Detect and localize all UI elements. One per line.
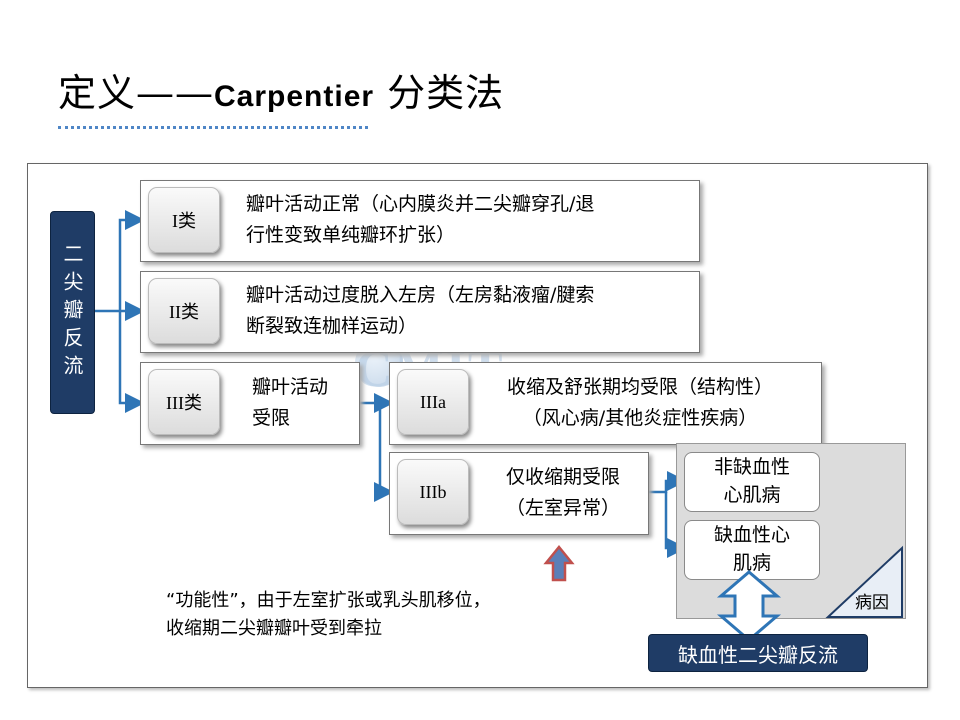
non-ischemic-cardiomyopathy-box: 非缺血性 心肌病 xyxy=(684,452,820,512)
class-1-description: 瓣叶活动正常（心内膜炎并二尖瓣穿孔/退 行性变致单纯瓣环扩张） xyxy=(246,193,595,246)
arrow-to-class-3 xyxy=(118,311,145,413)
class-1-box xyxy=(140,180,700,262)
title-chinese-suffix: 分类法 xyxy=(374,71,505,115)
title-chinese-prefix: 定义—— xyxy=(58,71,215,115)
functional-note: “功能性”，由于左室扩张或乳头肌移位， 收缩期二尖瓣瓣叶受到牵拉 xyxy=(166,590,491,639)
subclass-3b-badge: IIIb xyxy=(397,459,469,525)
arrow-to-non-ischemic xyxy=(648,471,687,494)
title-latin: Carpentier xyxy=(214,80,375,113)
red-up-arrow-icon xyxy=(543,545,575,582)
side-label-mitral-regurgitation: 二尖瓣反流 xyxy=(50,211,95,414)
subclass-3a-badge: IIIa xyxy=(397,369,469,435)
class-3-description: 瓣叶活动 受限 xyxy=(252,376,329,429)
class-2-description: 瓣叶活动过度脱入左房（左房黏液瘤/腱索 断裂致连枷样运动） xyxy=(246,284,595,337)
class-2-box xyxy=(140,271,700,353)
subclass-3a-description: 收缩及舒张期均受限（结构性） （风心病/其他炎症性疾病） xyxy=(506,376,773,429)
ischemic-mitral-regurgitation-label: 缺血性二尖瓣反流 xyxy=(648,634,868,672)
title-underline xyxy=(58,126,368,129)
class-3-badge: III类 xyxy=(148,369,220,435)
ischemic-cardiomyopathy-box: 缺血性心 肌病 xyxy=(684,520,820,580)
arrow-to-subclass-b xyxy=(374,403,394,502)
arrow-to-class-1 xyxy=(93,210,145,313)
class-2-badge: II类 xyxy=(148,278,220,344)
subclass-3b-description: 仅收缩期受限 （左室异常） xyxy=(505,466,620,519)
class-1-badge: I类 xyxy=(148,187,220,253)
etiology-label: 病因 xyxy=(855,593,889,613)
page-title: 定义——Carpentier 分类法 xyxy=(58,62,504,117)
double-arrow-icon xyxy=(716,570,782,642)
